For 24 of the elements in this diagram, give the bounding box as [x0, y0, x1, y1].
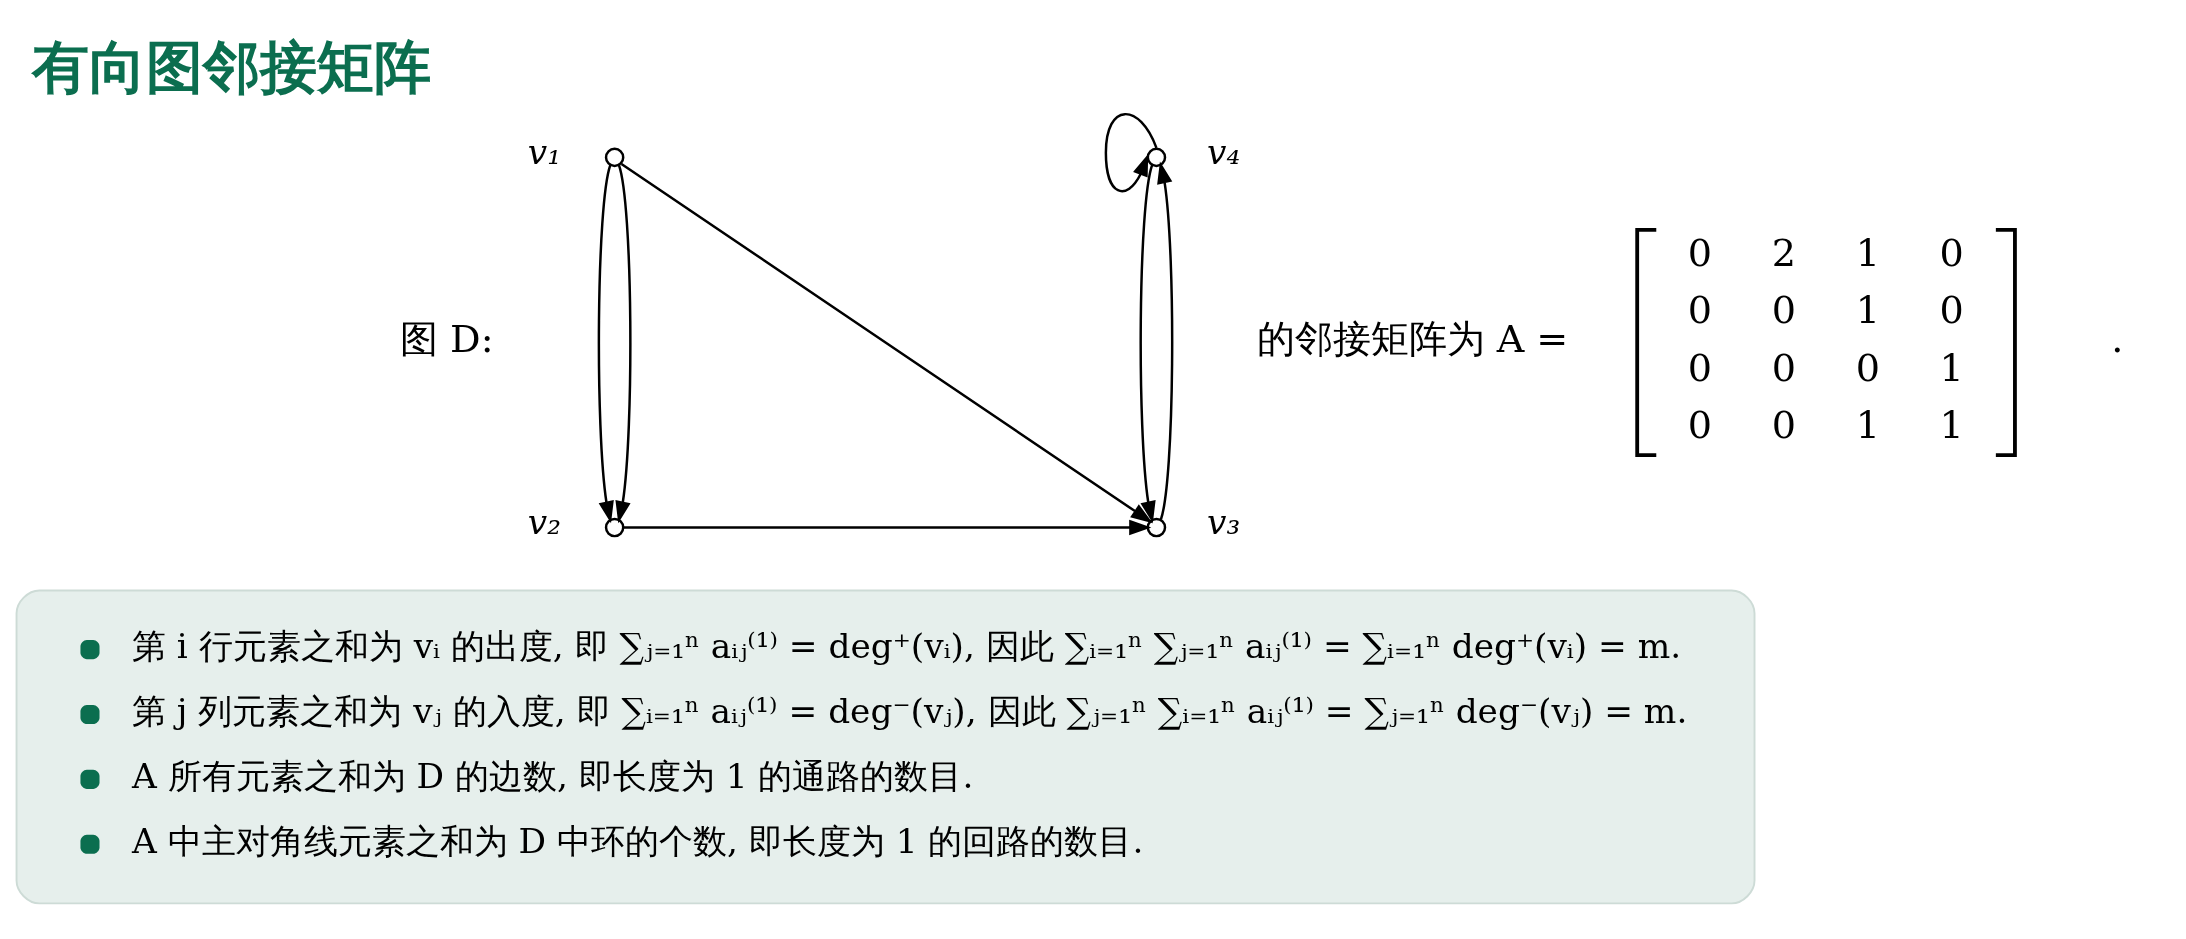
label: 0 [1687, 288, 1713, 333]
node-label: v₂ [527, 502, 561, 543]
node-label: v₄ [1206, 131, 1241, 172]
label: 0 [1771, 288, 1796, 333]
label: 0 [1687, 345, 1713, 390]
label: 0 [1771, 402, 1796, 447]
label: 2 [1771, 231, 1796, 276]
label: 的邻接矩阵为 A = [1256, 317, 1569, 362]
label: 图 D: [400, 317, 494, 362]
label: 1 [1939, 402, 1964, 447]
label: 0 [1855, 345, 1880, 390]
label: 1 [1939, 345, 1964, 390]
label: 0 [1687, 402, 1713, 447]
label: 1 [1855, 231, 1880, 276]
node-label: v₁ [527, 131, 561, 172]
label: 1 [1855, 288, 1880, 333]
label: 0 [1771, 345, 1796, 390]
label: . [2111, 317, 2124, 362]
node-label: v₃ [1206, 502, 1241, 543]
label: 0 [1939, 231, 1964, 276]
label: 1 [1855, 402, 1880, 447]
label: 0 [1939, 288, 1964, 333]
diagram-title: 有向图邻接矩阵 [31, 33, 431, 101]
label: 0 [1687, 231, 1713, 276]
